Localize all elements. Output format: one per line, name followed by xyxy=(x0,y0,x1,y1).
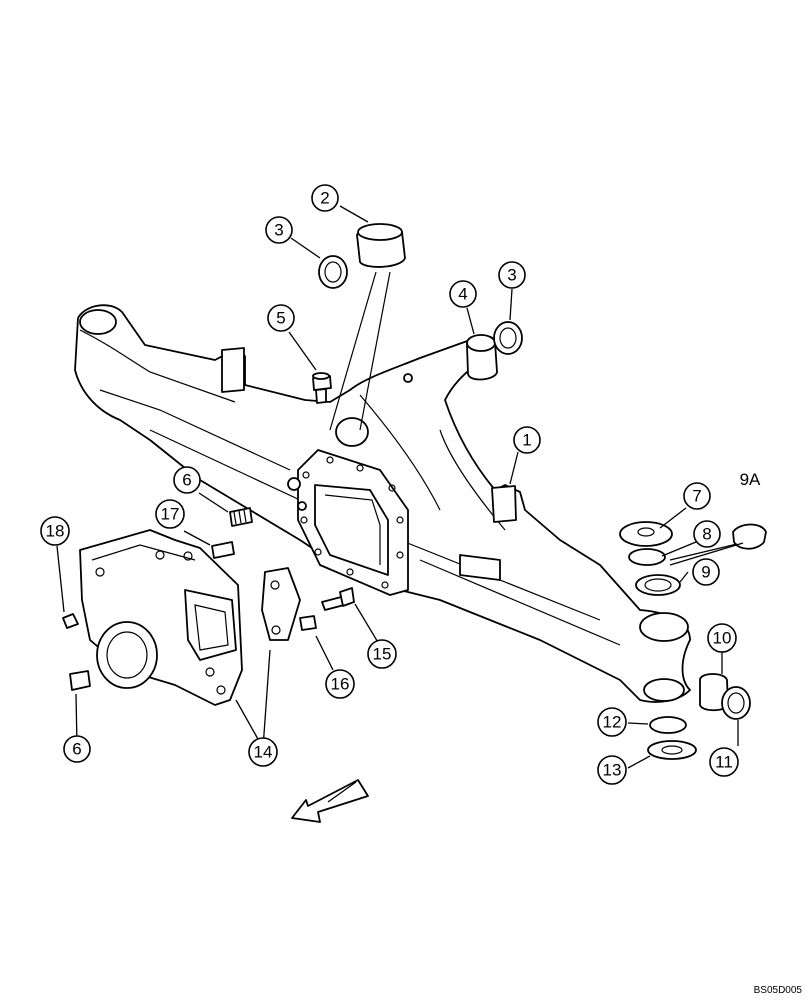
callout-12: 12 xyxy=(597,707,627,737)
svg-text:15: 15 xyxy=(373,645,392,664)
callout-17: 17 xyxy=(155,499,185,529)
callout-11: 11 xyxy=(709,747,739,777)
svg-text:17: 17 xyxy=(161,505,180,524)
svg-text:13: 13 xyxy=(603,761,622,780)
svg-text:14: 14 xyxy=(254,743,273,762)
grease-fitting xyxy=(312,372,332,404)
svg-text:2: 2 xyxy=(320,189,329,208)
svg-text:3: 3 xyxy=(274,221,283,240)
right-end-parts xyxy=(619,521,767,760)
leader-lines xyxy=(56,205,744,803)
svg-text:18: 18 xyxy=(46,522,65,541)
axle-housing xyxy=(74,304,691,703)
callout-3-left: 3 xyxy=(265,216,293,244)
svg-text:11: 11 xyxy=(715,753,733,772)
callout-18: 18 xyxy=(40,516,70,546)
svg-text:6: 6 xyxy=(72,740,81,759)
callout-3-right: 3 xyxy=(498,261,526,289)
svg-text:7: 7 xyxy=(692,487,701,506)
callout-9: 9 xyxy=(692,558,720,586)
callout-1: 1 xyxy=(513,426,541,454)
callout-7: 7 xyxy=(683,482,711,510)
svg-text:4: 4 xyxy=(458,285,467,304)
svg-text:10: 10 xyxy=(713,629,732,648)
svg-text:5: 5 xyxy=(276,309,285,328)
svg-text:16: 16 xyxy=(331,675,350,694)
callout-14: 14 xyxy=(248,737,278,767)
callout-6-upper: 6 xyxy=(173,466,201,494)
callouts: 1 2 3 3 4 5 6 6 7 8 9A 9 10 11 12 13 14 … xyxy=(40,184,761,785)
fasteners xyxy=(62,507,355,691)
knuckle-assembly xyxy=(79,529,301,706)
svg-text:9: 9 xyxy=(701,563,710,582)
figure-code: BS05D005 xyxy=(753,985,802,996)
label-9a: 9A xyxy=(740,470,761,489)
callout-8: 8 xyxy=(693,520,721,548)
pivot-parts xyxy=(318,223,523,431)
callout-10: 10 xyxy=(707,623,737,653)
svg-text:8: 8 xyxy=(702,525,711,544)
svg-text:3: 3 xyxy=(507,266,516,285)
callout-16: 16 xyxy=(325,669,355,699)
callout-2: 2 xyxy=(311,184,339,212)
svg-text:12: 12 xyxy=(603,713,622,732)
svg-text:1: 1 xyxy=(522,431,531,450)
svg-text:6: 6 xyxy=(182,471,191,490)
callout-5: 5 xyxy=(267,304,295,332)
callout-6-lower: 6 xyxy=(63,735,91,763)
callout-13: 13 xyxy=(597,755,627,785)
callout-15: 15 xyxy=(367,639,397,669)
callout-4: 4 xyxy=(449,280,477,308)
